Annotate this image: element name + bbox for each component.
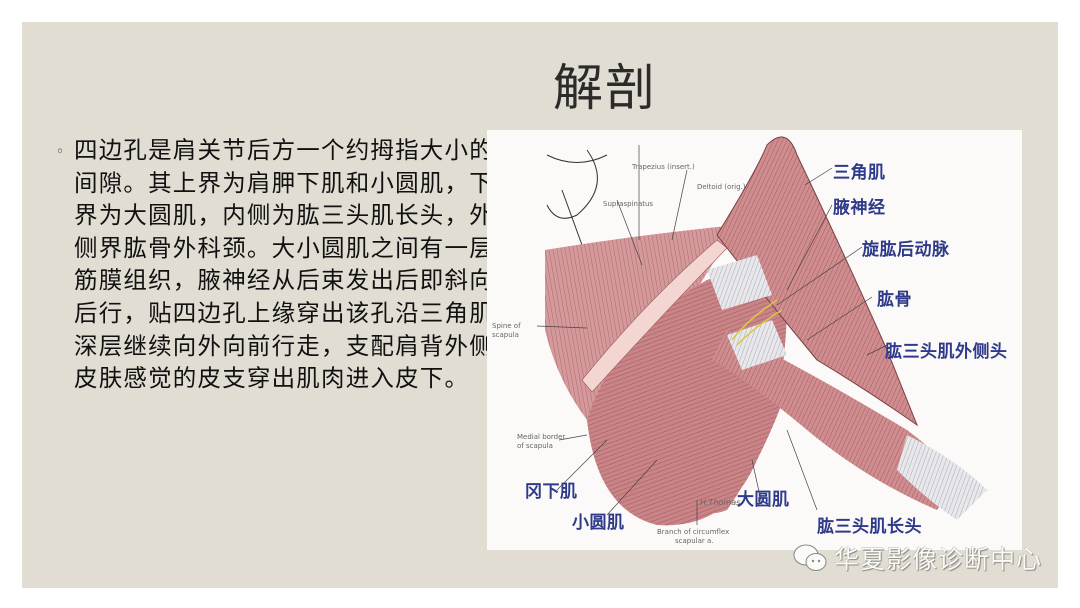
label-triceps-long-head: 肱三头肌长头 bbox=[817, 517, 922, 537]
body-paragraph: 四边孔是肩关节后方一个约拇指大小的间隙。其上界为肩胛下肌和小圆肌，下界为大圆肌，… bbox=[74, 136, 494, 393]
label-deltoid: 三角肌 bbox=[833, 163, 886, 183]
label-spine-of-scapula-1: Spine of bbox=[492, 322, 521, 330]
bullet-icon: ◦ bbox=[56, 144, 65, 160]
label-branch-circumflex-1: Branch of circumflex bbox=[657, 528, 730, 536]
watermark: 华夏影像诊断中心 bbox=[792, 540, 1042, 576]
label-medial-border-1: Medial border bbox=[517, 433, 566, 441]
slide: 解剖 ◦ 四边孔是肩关节后方一个约拇指大小的间隙。其上界为肩胛下肌和小圆肌，下界… bbox=[22, 22, 1058, 588]
label-spine-of-scapula-2: scapula bbox=[492, 331, 519, 339]
label-signature: H.Thomas bbox=[700, 498, 741, 507]
label-teres-major: 大圆肌 bbox=[737, 490, 790, 510]
label-teres-minor: 小圆肌 bbox=[572, 513, 625, 533]
label-trapezius: Trapezius (insert.) bbox=[632, 163, 695, 171]
label-humerus: 肱骨 bbox=[877, 290, 912, 310]
label-medial-border-2: of scapula bbox=[517, 442, 553, 450]
label-axillary-nerve: 腋神经 bbox=[833, 198, 886, 218]
anatomy-figure: Trapezius (insert.) Deltoid (orig.) Supr… bbox=[487, 130, 1022, 550]
label-deltoid-orig: Deltoid (orig.) bbox=[697, 183, 746, 191]
label-infraspinatus: 冈下肌 bbox=[525, 482, 578, 502]
label-circumflex-artery: 旋肱后动脉 bbox=[862, 240, 950, 260]
shoulder-anatomy-illustration bbox=[536, 136, 987, 526]
slide-title: 解剖 bbox=[553, 59, 657, 117]
body-text-block: ◦ 四边孔是肩关节后方一个约拇指大小的间隙。其上界为肩胛下肌和小圆肌，下界为大圆… bbox=[56, 134, 496, 395]
label-triceps-lateral-head: 肱三头肌外侧头 bbox=[885, 342, 1008, 362]
watermark-text: 华夏影像诊断中心 bbox=[834, 545, 1043, 574]
label-supraspinatus: Supraspinatus bbox=[603, 200, 654, 208]
label-branch-circumflex-2: scapular a. bbox=[675, 537, 714, 545]
wechat-icon bbox=[793, 544, 827, 571]
